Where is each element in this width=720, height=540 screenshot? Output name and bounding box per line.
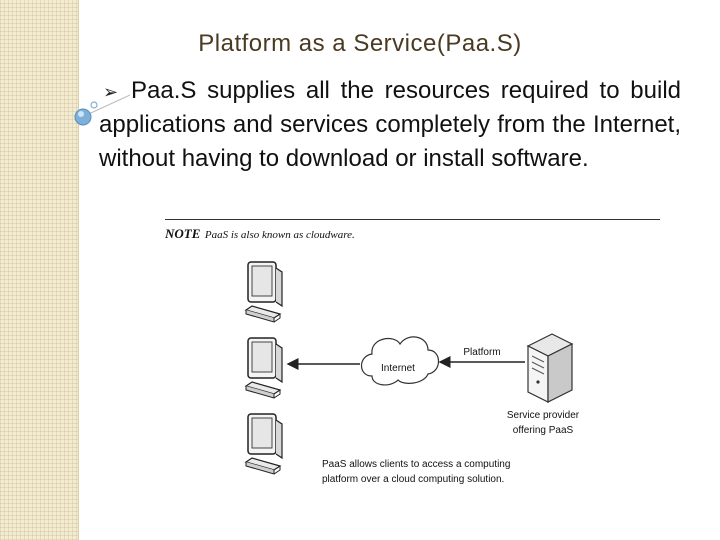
slide-title: Platform as a Service(Paa.S): [198, 30, 522, 57]
bubble-decoration: [74, 94, 130, 126]
cloud-label: Internet: [381, 363, 415, 374]
decorative-side-band: [0, 0, 79, 540]
bullet-body-text: Paa.S supplies all the resources require…: [99, 77, 681, 172]
note-text: PaaS is also known as cloudware.: [204, 229, 355, 241]
note-label: NOTE: [165, 226, 201, 241]
cloud-icon: [360, 336, 440, 386]
note-line: NOTE PaaS is also known as cloudware.: [165, 225, 380, 241]
arrow-label: Platform: [463, 347, 500, 358]
computer-icon: [245, 337, 283, 399]
caption-line2: platform over a cloud computing solution…: [322, 474, 504, 485]
server-icon: [526, 333, 574, 403]
caption-line1: PaaS allows clients to access a computin…: [322, 459, 510, 470]
figure-top-rule: [165, 219, 660, 220]
bubble-icon: [90, 101, 98, 109]
arrow-bullet-icon: ➢: [103, 82, 119, 102]
server-label-line1: Service provider: [507, 410, 580, 421]
server-label-line2: offering PaaS: [513, 425, 574, 436]
computer-icon: [245, 413, 283, 475]
band-divider: [78, 0, 79, 540]
computer-icon: [245, 261, 283, 323]
